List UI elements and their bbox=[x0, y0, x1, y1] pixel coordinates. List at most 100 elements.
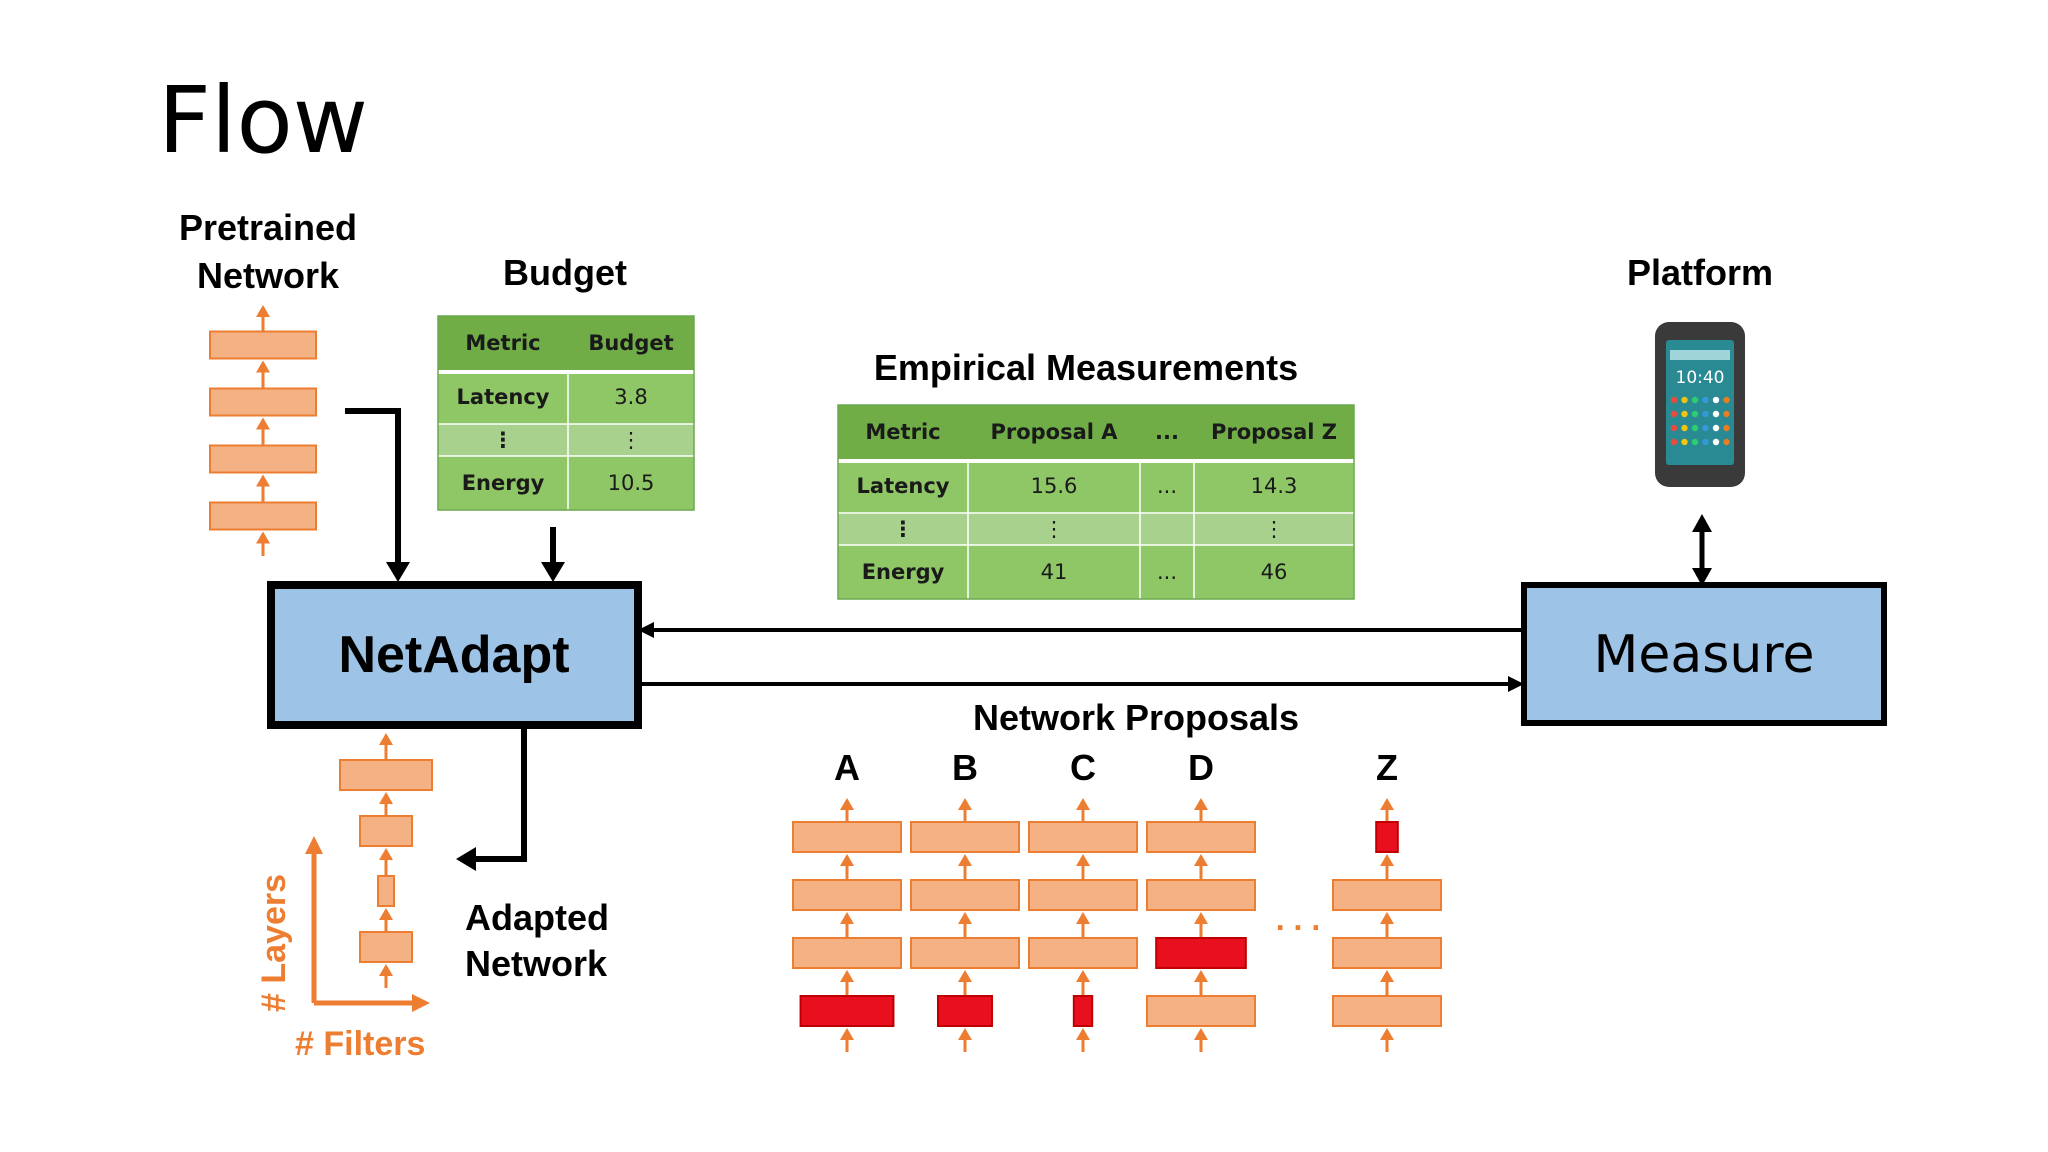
proposal-a-layer-3 bbox=[792, 937, 902, 969]
pretrained-layer-1 bbox=[209, 330, 317, 360]
proposal-b-arrow-top-head bbox=[958, 798, 972, 810]
budget-table-cell-r3-c1: 10.5 bbox=[608, 471, 655, 495]
measure-table-cell-r0-c3: Proposal Z bbox=[1211, 420, 1337, 444]
phone-app-dot bbox=[1702, 396, 1709, 404]
proposal-z-layer-4 bbox=[1332, 995, 1442, 1027]
budget-table-row-bg-1 bbox=[438, 370, 694, 424]
measure-table-cell-r3-c3: 46 bbox=[1261, 560, 1288, 584]
pretrained-connector-4-head bbox=[256, 531, 270, 544]
netadapt-box bbox=[267, 581, 642, 729]
phone-app-dot bbox=[1723, 410, 1730, 418]
phone-app-dot bbox=[1712, 438, 1720, 446]
pretrained-to-netadapt-arrow bbox=[345, 408, 401, 568]
proposal-b-connector-1-head bbox=[958, 854, 972, 866]
proposal-a-connector-4-head bbox=[840, 1028, 854, 1040]
adapted-connector-3-head bbox=[379, 908, 393, 920]
proposals-ellipsis: . . . bbox=[1276, 901, 1320, 937]
proposal-a-connector-3-head bbox=[840, 970, 854, 982]
measure-table-cell-r3-c0: Energy bbox=[862, 560, 945, 584]
phone-app-dot bbox=[1691, 424, 1699, 432]
budget-table-cell-r3-c0: Energy bbox=[462, 471, 545, 495]
budget-table-cell-r1-c1: 3.8 bbox=[614, 385, 647, 409]
proposal-a-connector-2-head bbox=[840, 912, 854, 924]
phone-app-dot bbox=[1681, 410, 1688, 418]
filters-axis-label: # Filters bbox=[295, 1025, 425, 1063]
pretrained-label-line1: Pretrained bbox=[179, 207, 357, 248]
measure-table-cell-r1-c1: 15.6 bbox=[1031, 474, 1078, 498]
measure-table-row-bg-0 bbox=[838, 405, 1354, 459]
measure-table-row-bg-2 bbox=[838, 513, 1354, 545]
proposal-c-layer-4 bbox=[1072, 995, 1094, 1027]
proposal-z-arrow-top-head bbox=[1380, 798, 1394, 810]
phone-app-dot bbox=[1702, 438, 1709, 446]
proposal-label-a: A bbox=[834, 747, 860, 788]
proposal-c-connector-3-head bbox=[1076, 970, 1090, 982]
proposal-b-layer-4 bbox=[937, 995, 993, 1027]
proposal-z-layer-3 bbox=[1332, 937, 1442, 969]
proposal-d-arrow-top-head bbox=[1194, 798, 1208, 810]
proposal-b-connector-3-head bbox=[958, 970, 972, 982]
budget-table-border bbox=[437, 315, 695, 511]
pretrained-label-line2: Network bbox=[197, 255, 340, 296]
pretrained-connector-3-head bbox=[256, 474, 270, 487]
layers-axis-arrow-head bbox=[305, 836, 323, 854]
budget-label: Budget bbox=[503, 252, 627, 293]
measure-box bbox=[1521, 582, 1887, 726]
proposal-label-b: B bbox=[952, 747, 978, 788]
adapted-label-line1: Adapted bbox=[465, 897, 609, 938]
proposal-a-layer-1 bbox=[792, 821, 902, 853]
empirical-measurements-label: Empirical Measurements bbox=[874, 347, 1298, 388]
budget-table-row-bg-0 bbox=[438, 316, 694, 370]
proposal-b-layer-3 bbox=[910, 937, 1020, 969]
budget-table-cell-r0-c1: Budget bbox=[588, 331, 673, 355]
platform-label: Platform bbox=[1627, 252, 1773, 293]
phone-app-dot bbox=[1670, 438, 1678, 446]
measure-table-border bbox=[837, 404, 1355, 600]
phone-app-dot bbox=[1712, 396, 1720, 404]
proposal-z-connector-2-head bbox=[1380, 912, 1394, 924]
proposal-c-arrow-top-head bbox=[1076, 798, 1090, 810]
phone-app-dot bbox=[1670, 410, 1678, 418]
adapted-arrow-top-head bbox=[379, 733, 393, 745]
proposal-c-connector-4-head bbox=[1076, 1028, 1090, 1040]
phone-app-dot bbox=[1712, 410, 1720, 418]
budget-table-row-bg-3 bbox=[438, 456, 694, 510]
pretrained-layer-4 bbox=[209, 501, 317, 531]
proposal-c-connector-1-head bbox=[1076, 854, 1090, 866]
layers-axis-label: # Layers bbox=[255, 874, 293, 1012]
adapted-layer-4 bbox=[359, 931, 413, 963]
adapted-arrow-head bbox=[456, 847, 476, 871]
proposal-b-connector-4-head bbox=[958, 1028, 972, 1040]
measure-to-netadapt-arrow-head bbox=[638, 622, 654, 638]
proposal-c-layer-3 bbox=[1028, 937, 1138, 969]
phone-app-dot bbox=[1723, 424, 1730, 432]
proposal-label-z: Z bbox=[1376, 747, 1398, 788]
platform-arrow-head-up bbox=[1692, 514, 1712, 532]
adapted-layer-3 bbox=[377, 875, 395, 907]
phone-app-dot bbox=[1681, 424, 1688, 432]
proposal-c-layer-1 bbox=[1028, 821, 1138, 853]
measure-table-cell-r1-c3: 14.3 bbox=[1251, 474, 1298, 498]
pretrained-connector-2-head bbox=[256, 417, 270, 430]
measure-label: Measure bbox=[1594, 625, 1815, 685]
phone-app-dot bbox=[1691, 410, 1699, 418]
proposal-label-d: D bbox=[1188, 747, 1214, 788]
pretrained-arrow-top-head bbox=[256, 305, 270, 317]
network-proposals-label: Network Proposals bbox=[973, 697, 1299, 738]
measure-table-cell-r0-c2: ... bbox=[1155, 420, 1179, 444]
proposal-z-connector-3-head bbox=[1380, 970, 1394, 982]
proposal-a-layer-2 bbox=[792, 879, 902, 911]
proposal-b-layer-1 bbox=[910, 821, 1020, 853]
budget-arrow-head bbox=[541, 562, 565, 582]
phone-app-dot bbox=[1712, 424, 1720, 432]
adapted-network-stack bbox=[339, 733, 433, 988]
pretrained-arrow-head bbox=[386, 562, 410, 582]
proposal-a-arrow-top-head bbox=[840, 798, 854, 810]
measure-table-cell-r2-c0: ⋮ bbox=[893, 517, 914, 541]
proposal-d-layer-3 bbox=[1155, 937, 1247, 969]
measure-table-cell-r0-c1: Proposal A bbox=[990, 420, 1118, 444]
measure-table-cell-r1-c0: Latency bbox=[857, 474, 950, 498]
